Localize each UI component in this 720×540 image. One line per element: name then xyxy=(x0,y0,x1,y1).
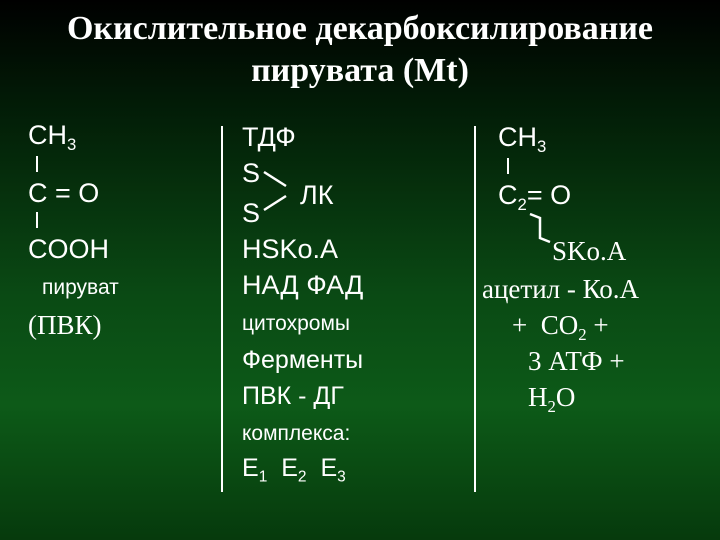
plus-1: + xyxy=(512,310,528,340)
plus-2: + xyxy=(593,310,609,340)
mid-pvk-dg: ПВК - ДГ xyxy=(242,382,344,410)
e2-subscript: 2 xyxy=(297,468,307,486)
thioester-bond xyxy=(529,212,551,244)
h2-subscript: 2 xyxy=(547,396,556,416)
right-bond xyxy=(507,158,509,174)
title-line-1: Окислительное декарбоксилирование xyxy=(66,10,654,47)
right-acetyl-coa: ацетил - Ко.А xyxy=(482,274,640,304)
h-text: H xyxy=(528,382,548,412)
mid-hskoa: HSKo.A xyxy=(242,234,339,264)
right-co2-line: + CO2 + xyxy=(512,310,609,344)
co2-subscript: 2 xyxy=(578,324,587,344)
right-water: H2O xyxy=(528,382,576,416)
left-ch3-subscript: 3 xyxy=(67,134,77,154)
plus-3: + xyxy=(609,346,625,376)
left-carbonyl: C = O xyxy=(28,178,100,208)
right-ch3-subscript: 3 xyxy=(537,136,547,156)
right-eq-o: = O xyxy=(526,180,572,210)
left-bond-2 xyxy=(36,212,38,228)
e2-letter: E xyxy=(281,454,298,482)
right-ch3-text: CH xyxy=(498,122,537,152)
mid-enzymes: Ферменты xyxy=(242,346,364,374)
right-c2-carbonyl: C2= O xyxy=(498,180,572,214)
left-pyruvate-label: пируват xyxy=(42,276,119,299)
left-ch3-text: CH xyxy=(28,120,67,150)
right-atp-line: 3 АТФ + xyxy=(528,346,625,377)
left-pvk-abbr: (ПВК) xyxy=(28,310,102,340)
mid-s1: S xyxy=(242,158,261,188)
right-c2-text: C xyxy=(498,180,518,210)
mid-tdf: ТДФ xyxy=(242,122,296,152)
mid-nad-fad: НАД ФАД xyxy=(242,270,364,300)
mid-lk: ЛК xyxy=(300,180,334,210)
right-c2-subscript: 2 xyxy=(517,194,527,214)
mid-cytochromes: цитохромы xyxy=(242,312,350,335)
right-skoa: SKo.A xyxy=(552,236,627,266)
divider-right xyxy=(474,126,476,492)
title-line-2: пирувата (Mt) xyxy=(251,52,469,89)
mid-enzyme-list: E1 E2 E3 xyxy=(242,454,346,486)
co-text: CO xyxy=(540,310,579,340)
e3-letter: E xyxy=(320,454,338,482)
e1-subscript: 1 xyxy=(258,468,268,486)
left-ch3: CH3 xyxy=(28,120,77,154)
atp-text: 3 АТФ xyxy=(528,346,603,376)
o-text: O xyxy=(555,382,576,412)
lipoate-bonds xyxy=(263,170,287,212)
e3-subscript: 3 xyxy=(337,468,346,486)
divider-left xyxy=(221,126,223,492)
e1-letter: E xyxy=(242,454,259,482)
left-cooh: COOH xyxy=(28,234,109,264)
mid-complex: комплекса: xyxy=(242,422,351,445)
mid-s2: S xyxy=(242,198,261,228)
right-ch3: CH3 xyxy=(498,122,547,156)
slide-title: Окислительное декарбоксилирование пирува… xyxy=(0,8,720,92)
left-bond-1 xyxy=(36,156,38,172)
